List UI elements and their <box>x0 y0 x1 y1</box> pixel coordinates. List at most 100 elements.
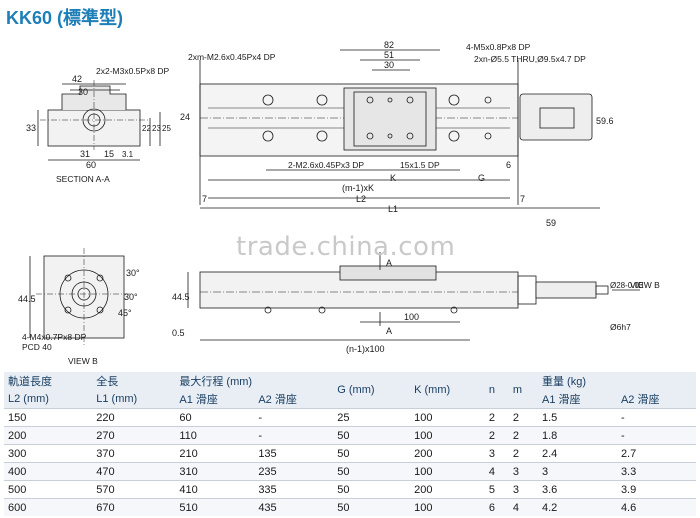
cell-m: 3 <box>508 462 538 481</box>
dim-6: 6 <box>506 160 511 170</box>
cell-stroke-a1: 410 <box>175 480 255 499</box>
dim-30-top: 30 <box>384 60 394 70</box>
cell-n: 6 <box>484 498 509 516</box>
dim-30deg-b: 30° <box>124 292 138 302</box>
dim-23: 23 <box>152 124 161 133</box>
cell-weight-a1: 2.4 <box>537 444 617 463</box>
dim-59: 59 <box>546 218 556 228</box>
header-k: K (mm) <box>410 372 485 409</box>
cell-n: 4 <box>484 462 509 481</box>
watermark: trade.china.com <box>236 232 456 262</box>
cell-l1: 470 <box>92 462 176 481</box>
dim-59-6: 59.6 <box>596 116 614 126</box>
dim-42: 42 <box>72 74 82 84</box>
section-a-a-label: SECTION A-A <box>56 174 110 184</box>
cell-l2: 600 <box>4 498 93 516</box>
cell-m: 2 <box>508 408 538 427</box>
spec-table: 軌道長度 全長 最大行程 (mm) G (mm) K (mm) n m 重量 (… <box>4 372 696 516</box>
cell-g: 50 <box>333 480 411 499</box>
table-row: 150 220 60 - 25 100 2 2 1.5 - <box>4 408 696 427</box>
cell-n: 3 <box>484 444 509 463</box>
header-stroke-a2: A2 滑座 <box>254 390 334 409</box>
cell-weight-a2: - <box>616 408 696 427</box>
header-weight-a2: A2 滑座 <box>616 390 696 409</box>
cell-weight-a1: 1.8 <box>537 426 617 445</box>
cell-l1: 370 <box>92 444 176 463</box>
callout-thru: 2xn-Ø5.5 THRU,Ø9.5x4.7 DP <box>474 54 586 64</box>
cell-stroke-a2: 435 <box>254 498 334 516</box>
marker-a-top: A <box>386 258 392 268</box>
dim-31: 31 <box>80 149 90 159</box>
header-m: m <box>508 372 538 409</box>
cell-m: 2 <box>508 444 538 463</box>
callout-15x1-5: 15x1.5 DP <box>400 160 440 170</box>
dim-7-left: 7 <box>202 194 207 204</box>
cell-g: 50 <box>333 498 411 516</box>
section-a-a <box>37 80 161 161</box>
dim-7-right: 7 <box>520 194 525 204</box>
dim-k: K <box>390 173 396 183</box>
cell-k: 100 <box>410 426 485 445</box>
cell-l2: 300 <box>4 444 93 463</box>
cell-m: 4 <box>508 498 538 516</box>
dim-60: 60 <box>86 160 96 170</box>
header-weight: 重量 (kg) <box>537 372 696 390</box>
cell-stroke-a2: 135 <box>254 444 334 463</box>
dim-l2: L2 <box>356 194 366 204</box>
dim-30: 30 <box>78 87 88 97</box>
table-row: 200 270 110 - 50 100 2 2 1.8 - <box>4 426 696 445</box>
cell-n: 2 <box>484 408 509 427</box>
cell-stroke-a2: 235 <box>254 462 334 481</box>
side-view <box>187 252 640 341</box>
cell-k: 200 <box>410 444 485 463</box>
callout-m2-6-bottom: 2-M2.6x0.45Px3 DP <box>288 160 364 170</box>
header-stroke: 最大行程 (mm) <box>175 372 334 390</box>
dim-30deg-a: 30° <box>126 268 140 278</box>
table-row: 300 370 210 135 50 200 3 2 2.4 2.7 <box>4 444 696 463</box>
callout-m2-6-top: 2xm-M2.6x0.45Px4 DP <box>188 52 276 62</box>
header-g: G (mm) <box>333 372 411 409</box>
table-row: 600 670 510 435 50 100 6 4 4.2 4.6 <box>4 498 696 516</box>
cell-stroke-a2: - <box>254 408 334 427</box>
dim-44-5-side: 44.5 <box>172 292 190 302</box>
cell-weight-a2: 3.9 <box>616 480 696 499</box>
header-l1-unit: L1 (mm) <box>92 390 176 409</box>
callout-pcd40: PCD 40 <box>22 342 52 352</box>
cell-weight-a1: 3.6 <box>537 480 617 499</box>
cell-stroke-a1: 60 <box>175 408 255 427</box>
cell-g: 50 <box>333 462 411 481</box>
page-title: KK60 (標準型) <box>6 8 124 28</box>
header-n: n <box>484 372 509 409</box>
cell-g: 25 <box>333 408 411 427</box>
cell-k: 100 <box>410 498 485 516</box>
dim-n-1-x100: (n-1)x100 <box>346 344 385 354</box>
cell-m: 2 <box>508 426 538 445</box>
dim-82: 82 <box>384 40 394 50</box>
dim-25: 25 <box>162 124 171 133</box>
cell-stroke-a1: 310 <box>175 462 255 481</box>
header-weight-a1: A1 滑座 <box>537 390 617 409</box>
view-b-label: VIEW B <box>68 356 98 366</box>
cell-k: 100 <box>410 408 485 427</box>
dim-51: 51 <box>384 50 394 60</box>
cell-m: 3 <box>508 480 538 499</box>
cell-l2: 200 <box>4 426 93 445</box>
dim-15: 15 <box>104 149 114 159</box>
cell-l1: 570 <box>92 480 176 499</box>
cell-n: 5 <box>484 480 509 499</box>
cell-k: 200 <box>410 480 485 499</box>
cell-weight-a1: 3 <box>537 462 617 481</box>
cell-weight-a2: 2.7 <box>616 444 696 463</box>
dim-33: 33 <box>26 123 36 133</box>
dim-3-1: 3.1 <box>122 150 134 159</box>
dim-0-5: 0.5 <box>172 328 185 338</box>
dim-45deg: 45° <box>118 308 132 318</box>
technical-drawing: 42 30 33 15 3.1 22 23 25 31 60 SECTION A… <box>18 40 660 366</box>
cell-stroke-a1: 110 <box>175 426 255 445</box>
cell-g: 50 <box>333 444 411 463</box>
table-header-row-1: 軌道長度 全長 最大行程 (mm) G (mm) K (mm) n m 重量 (… <box>4 372 696 409</box>
dim-44-5-left: 44.5 <box>18 294 36 304</box>
cell-stroke-a2: - <box>254 426 334 445</box>
dim-m-1-k: (m-1)xK <box>342 183 374 193</box>
dim-24: 24 <box>180 112 190 122</box>
